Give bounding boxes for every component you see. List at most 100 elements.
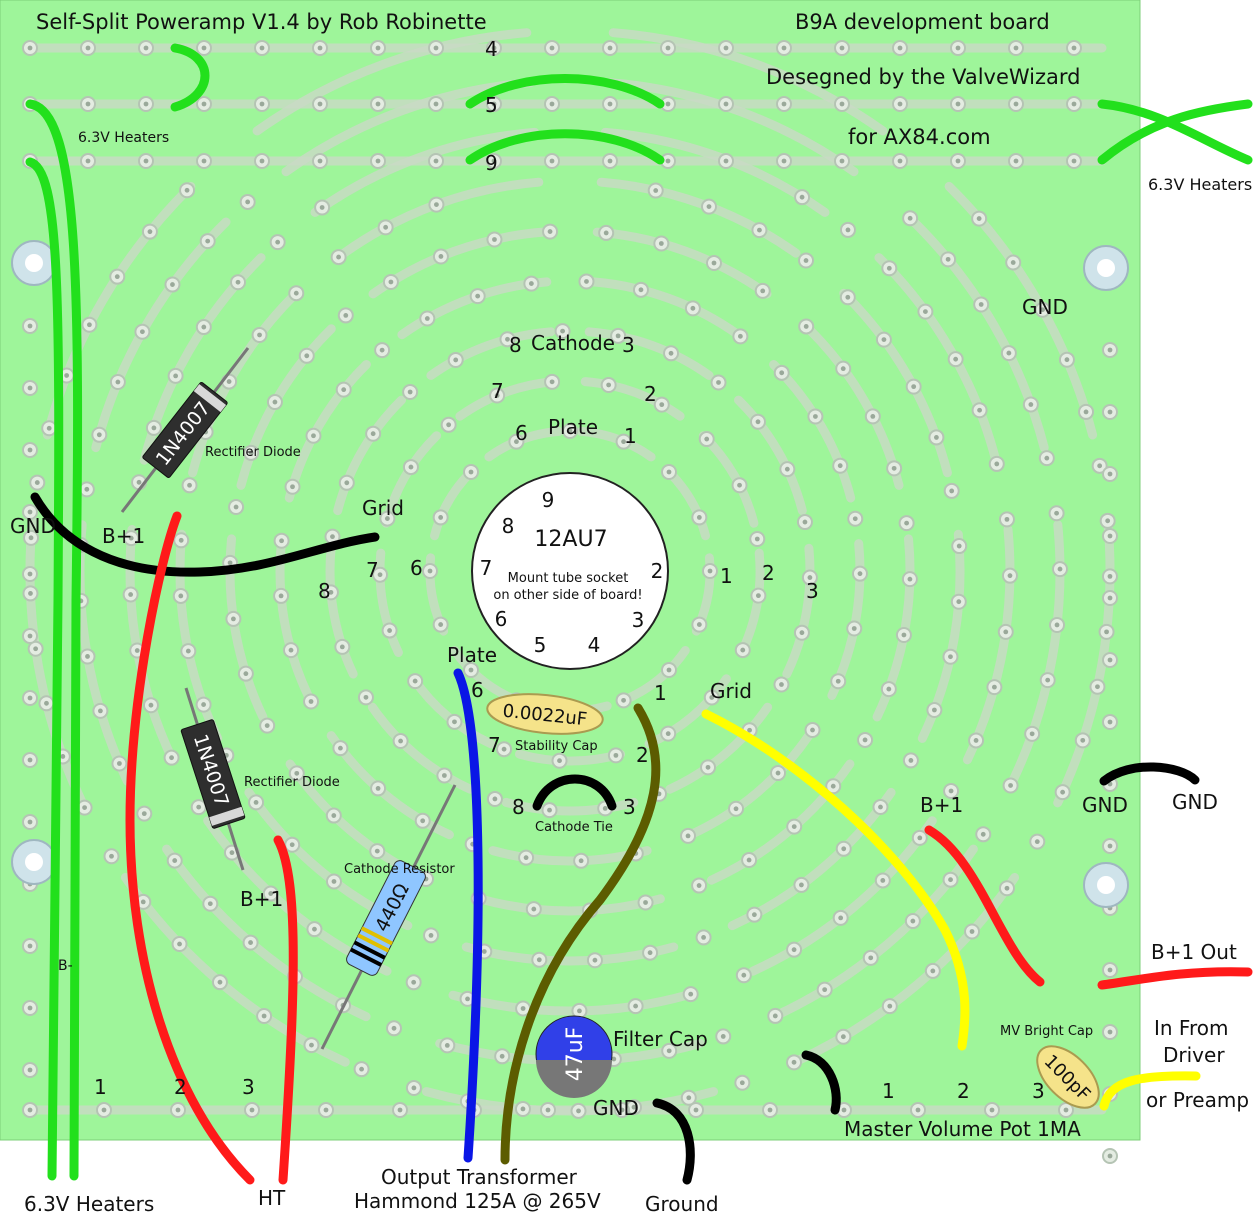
heater-cross: [1097, 99, 1253, 165]
mounting-holes: [11, 240, 1129, 908]
pin-number: 2: [644, 382, 657, 406]
socket-pin: 9: [542, 488, 555, 512]
trace: [25, 515, 87, 808]
b1-mid-label: B+1: [920, 793, 963, 817]
trace: [333, 395, 406, 516]
labels: Self-Split Poweramp V1.4 by Rob Robinett…: [10, 10, 1252, 1216]
gnd-right-1: GND: [1082, 793, 1128, 817]
trace: [1008, 520, 1065, 786]
heater-wire-left: [25, 99, 83, 1181]
pin-number: 3: [806, 579, 819, 603]
pin-number: 6: [471, 678, 484, 702]
tube-note-1: Mount tube socket: [508, 571, 629, 586]
trace: [608, 28, 888, 136]
trace: [375, 548, 403, 657]
rectifier-1-label: Rectifier Diode: [205, 445, 301, 460]
b1-out-label: B+1 Out: [1151, 940, 1237, 964]
bright-cap: [1036, 1045, 1100, 1109]
rectifier-diode-1: [142, 382, 228, 478]
trace: [426, 327, 556, 380]
trace: [580, 377, 685, 421]
in-from-label: In From: [1154, 1016, 1228, 1040]
pin-number: 8: [318, 579, 331, 603]
heaters-top: 6.3V Heaters: [78, 130, 169, 146]
trace: [665, 702, 773, 794]
trace: [588, 277, 743, 340]
trace: [644, 674, 731, 749]
heaters-right: 6.3V Heaters: [1148, 175, 1252, 194]
pin-number: 2: [636, 743, 649, 767]
gnd-left-label: GND: [10, 514, 56, 538]
socket-pin: 8: [502, 514, 515, 538]
pin-number: 3: [623, 795, 636, 819]
pin-number: 7: [366, 558, 379, 582]
rectifier-diode-2: [180, 719, 246, 829]
pin-number: 6: [515, 421, 528, 445]
pin-number: 1: [94, 1075, 107, 1099]
b1-left-label: B+1: [102, 524, 145, 548]
heater-link: [465, 129, 665, 165]
pin-number: 7: [488, 733, 501, 757]
solder-pads: [22, 40, 1118, 1164]
trace: [325, 543, 358, 679]
pin-number: 3: [1032, 1079, 1045, 1103]
output-tx-2: Hammond 125A @ 265V: [354, 1189, 601, 1213]
ground-label: Ground: [645, 1192, 719, 1216]
cathode-tie-wire: [532, 774, 617, 811]
trace: [734, 395, 807, 516]
or-preamp-label: or Preamp: [1146, 1088, 1249, 1112]
tube-name: 12AU7: [534, 527, 607, 552]
filter-cap-label: Filter Cap: [613, 1027, 708, 1051]
trace: [592, 227, 772, 299]
rectifier-2-label: Rectifier Diode: [244, 775, 340, 790]
row-number: 4: [485, 37, 498, 61]
heater-link: [465, 74, 665, 109]
ht-wire: [125, 511, 255, 1185]
trace: [584, 327, 714, 380]
cathode-tie-label: Cathode Tie: [535, 820, 613, 835]
trace: [909, 217, 1049, 453]
output-tx-1: Output Transformer: [381, 1165, 578, 1189]
feedback-wire: [500, 703, 661, 1165]
b1-wire: [924, 825, 1045, 987]
pin-number: 8: [509, 333, 522, 357]
row-number: 5: [485, 93, 498, 117]
pin-number: 2: [174, 1075, 187, 1099]
ground-wire-right: [1099, 762, 1200, 786]
grid-wire: [701, 709, 970, 1051]
pin-number: 8: [512, 795, 525, 819]
title: Self-Split Poweramp V1.4 by Rob Robinett…: [36, 10, 487, 34]
designer: Desegned by the ValveWizard: [766, 65, 1081, 89]
trace: [310, 127, 540, 217]
pin-number: 2: [957, 1079, 970, 1103]
mv-ground-wire: [801, 1050, 841, 1115]
heaters-bottom: 6.3V Heaters: [24, 1192, 154, 1216]
b1-out-wire: [1097, 967, 1253, 990]
trace: [604, 78, 859, 177]
stability-cap: [486, 693, 604, 735]
trace: [367, 702, 475, 794]
gnd-right-2: GND: [1172, 790, 1218, 814]
pin-number: 1: [624, 424, 637, 448]
pin-number: 7: [491, 379, 504, 403]
trace: [623, 646, 690, 703]
gnd-filter-label: GND: [593, 1096, 639, 1120]
socket-pin: 3: [632, 608, 645, 632]
pin-number: 2: [762, 561, 775, 585]
socket-pin: 4: [588, 633, 601, 657]
filter-ground-wire: [652, 1098, 695, 1185]
gnd-top-right: GND: [1022, 295, 1068, 319]
pin-number: 6: [410, 556, 423, 580]
master-volume-label: Master Volume Pot 1MA: [844, 1117, 1081, 1141]
plate-top-label: Plate: [548, 415, 598, 439]
filter-value: 47uF: [563, 1027, 588, 1082]
pin-number: 1: [882, 1079, 895, 1103]
socket-pin: 6: [495, 607, 508, 631]
b1-right-label: B+1: [240, 887, 283, 911]
socket-pin: 2: [651, 559, 664, 583]
trace: [1053, 515, 1115, 808]
trace: [874, 253, 1001, 465]
tube-socket: 12AU7 Mount tube socket on other side of…: [471, 472, 669, 670]
pin-number: 1: [720, 564, 733, 588]
